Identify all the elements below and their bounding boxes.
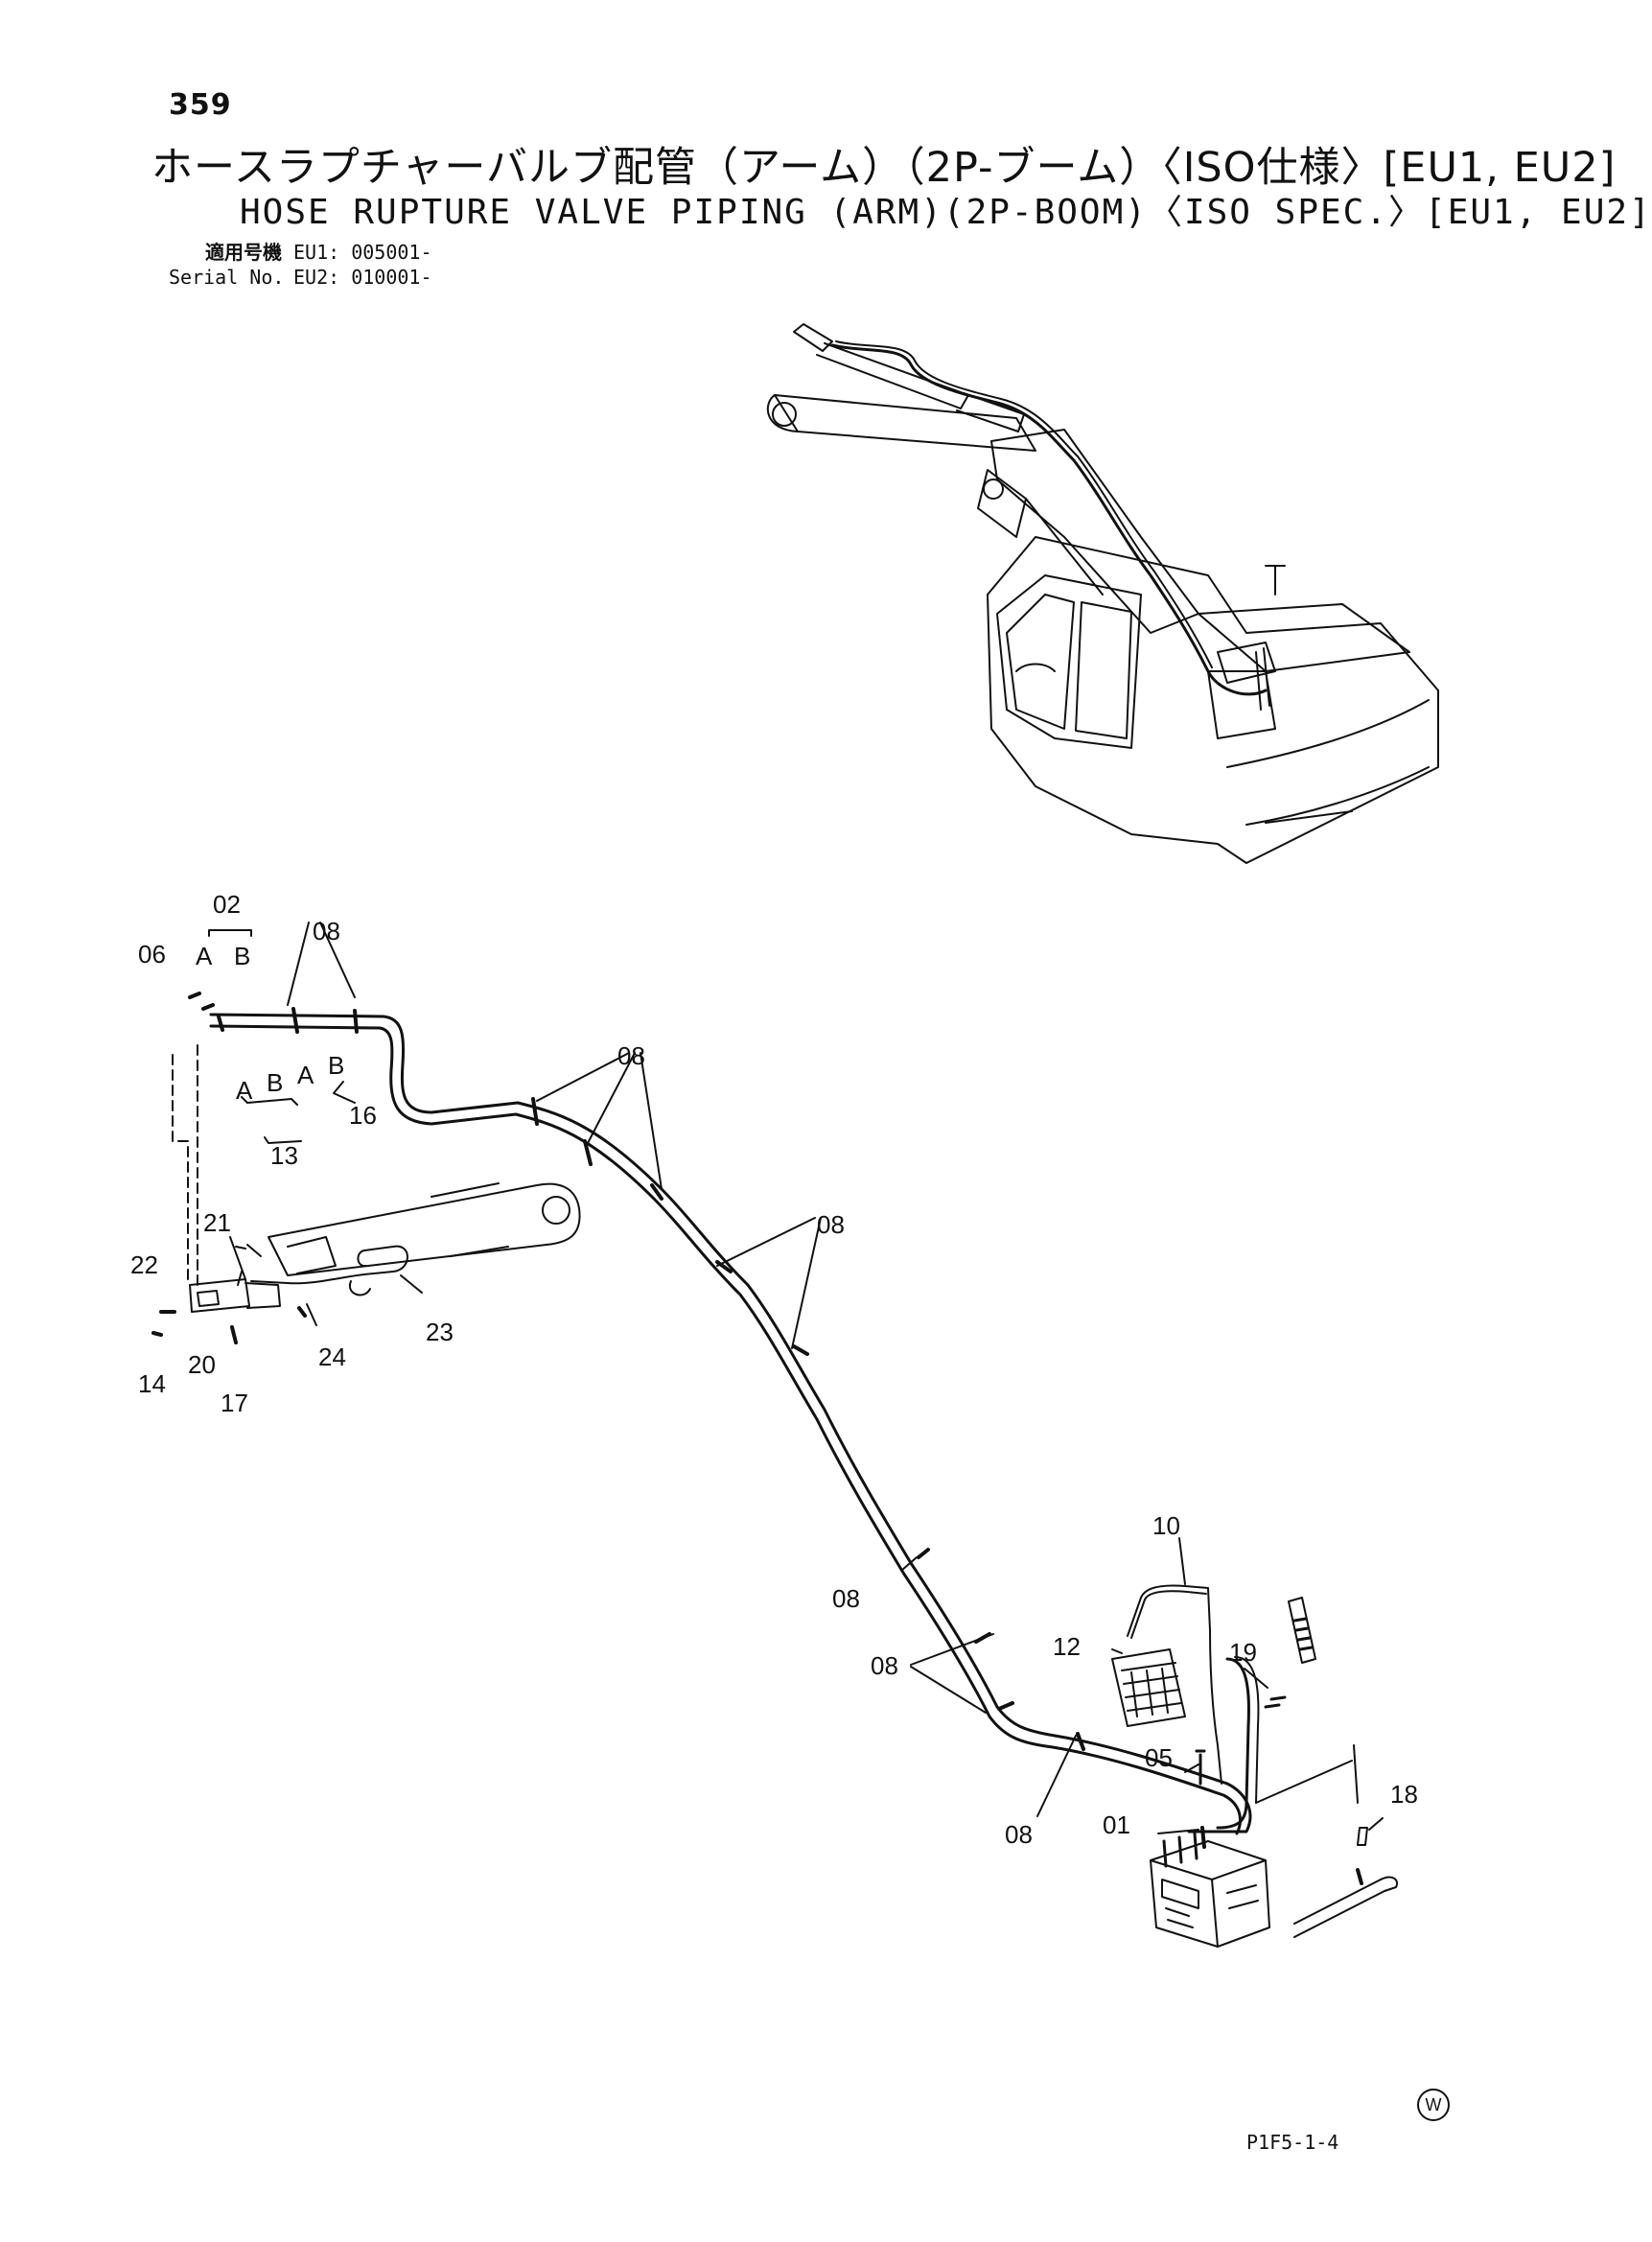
- drawing-code: P1F5-1-4: [1246, 2131, 1339, 2154]
- label-19: 19: [1229, 1638, 1257, 1667]
- serial-number-block: 適用号機 EU1: 005001- Serial No. EU2: 010001-: [169, 240, 432, 290]
- label-10: 10: [1152, 1511, 1180, 1540]
- serial-label-jp: 適用号機: [205, 241, 282, 264]
- label-24: 24: [318, 1343, 346, 1371]
- label-08-d: 08: [832, 1584, 860, 1613]
- serial-eu2: EU2: 010001-: [293, 266, 432, 289]
- serial-eu1: EU1: 005001-: [293, 241, 432, 264]
- label-22: 22: [130, 1250, 158, 1279]
- label-08-c: 08: [817, 1210, 845, 1239]
- label-18: 18: [1390, 1780, 1418, 1809]
- label-b3: B: [328, 1051, 344, 1080]
- label-02: 02: [213, 890, 241, 919]
- label-a1: A: [196, 942, 213, 970]
- label-08-b: 08: [617, 1041, 645, 1070]
- label-08-e: 08: [871, 1651, 898, 1680]
- label-20: 20: [188, 1350, 216, 1379]
- label-01: 01: [1103, 1810, 1130, 1839]
- watermark-circle-w: W: [1417, 2089, 1450, 2121]
- label-b1: B: [234, 942, 250, 970]
- control-valve-group: [1111, 1537, 1398, 1948]
- label-16: 16: [349, 1101, 377, 1130]
- page-number: 359: [169, 88, 232, 122]
- label-23: 23: [426, 1318, 454, 1346]
- label-08-a: 08: [313, 917, 340, 946]
- excavator-overview: [766, 323, 1439, 864]
- part-labels: 02 A B 06 08 A B A B 13 16 08 08 21 22 2…: [130, 890, 1418, 1849]
- label-21: 21: [203, 1208, 231, 1237]
- label-a3: A: [297, 1061, 314, 1089]
- label-13: 13: [270, 1141, 298, 1170]
- parts-diagram: 02 A B 06 08 A B A B 13 16 08 08 21 22 2…: [130, 323, 1439, 1948]
- label-06: 06: [138, 940, 166, 969]
- label-05: 05: [1145, 1743, 1173, 1772]
- label-17: 17: [221, 1389, 248, 1417]
- title-english: HOSE RUPTURE VALVE PIPING (ARM)(2P-BOOM)…: [240, 193, 1652, 232]
- label-08-f: 08: [1005, 1820, 1033, 1849]
- title-japanese: ホースラプチャーバルブ配管（アーム）（2P-ブーム）〈ISO仕様〉[EU1, E…: [151, 144, 1617, 192]
- left-components: [151, 922, 1077, 1817]
- serial-label-en: Serial No.: [169, 266, 285, 289]
- label-b2: B: [267, 1068, 283, 1097]
- hose-assembly: [209, 1007, 1252, 1835]
- label-a2: A: [236, 1076, 253, 1105]
- label-14: 14: [138, 1369, 166, 1398]
- label-12: 12: [1053, 1632, 1081, 1661]
